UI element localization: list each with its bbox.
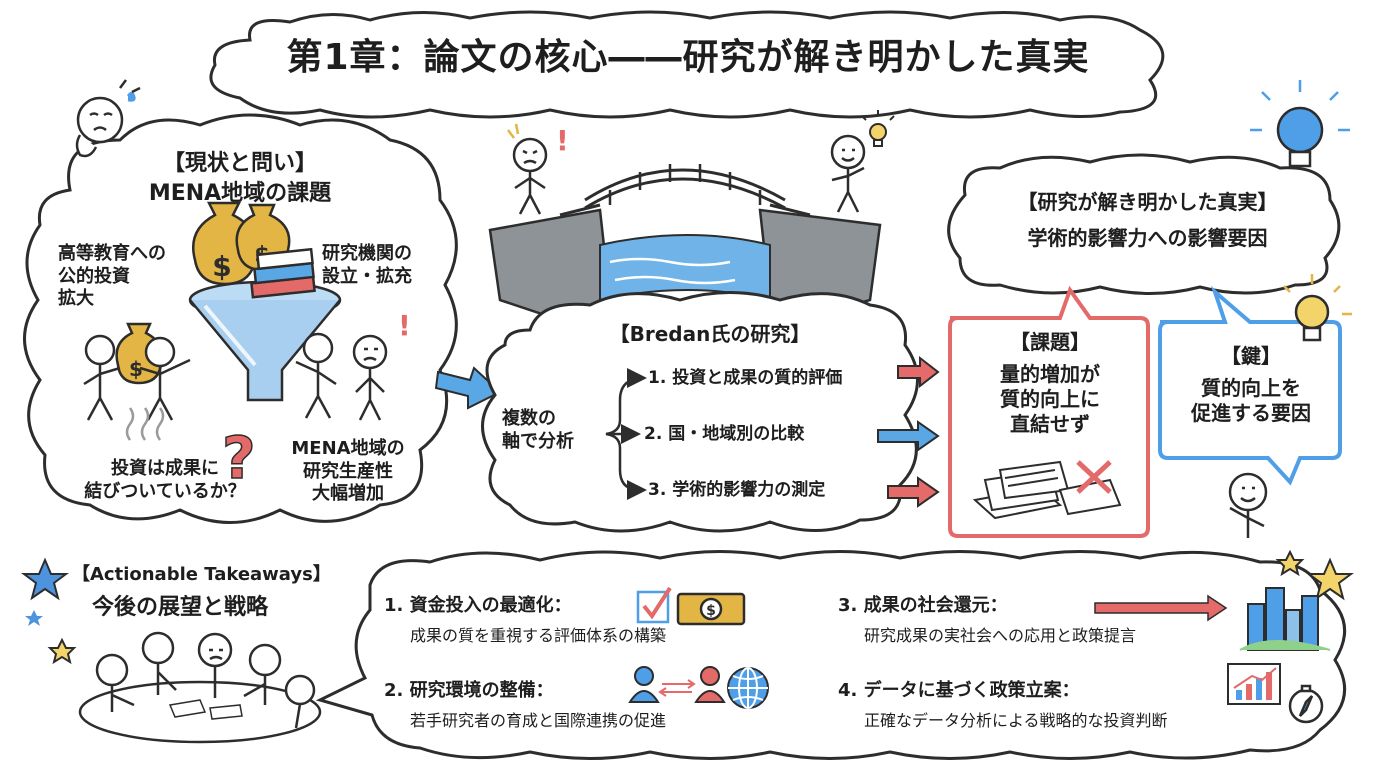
- research-item: 3. 学術的影響力の測定: [648, 480, 826, 500]
- point-question: 投資は成果に 結びついているか？: [84, 458, 246, 502]
- svg-text:$: $: [706, 603, 716, 619]
- long-red-arrow: [1094, 594, 1228, 622]
- checkbox-icon: [636, 586, 672, 624]
- takeaway-desc: 研究成果の実社会への応用と政策提言: [864, 626, 1137, 645]
- lightbulb-icon: [861, 110, 895, 147]
- point-institutions: 研究機関の 設立・拡充: [322, 243, 412, 287]
- flow-arrow: [434, 366, 502, 410]
- smiling-person: [1228, 472, 1268, 538]
- key-box: [1158, 285, 1342, 486]
- takeaway-title: 1. 資金投入の最適化：: [384, 595, 572, 616]
- books-icon: [250, 247, 316, 299]
- point-public-investment: 高等教育への 公的投資 拡大: [58, 243, 166, 309]
- issue-body: 量的増加が 質的向上に 直結せず: [1000, 362, 1100, 436]
- key-body: 質的向上を 促進する要因: [1191, 376, 1311, 425]
- takeaways-subheading: 今後の展望と戦略: [92, 595, 269, 620]
- bridge-icon: [488, 164, 882, 322]
- svg-text:$: $: [129, 357, 143, 381]
- city-icon: [1239, 587, 1331, 651]
- truth-subheading: 学術的影響力への影響要因: [1027, 226, 1268, 250]
- meeting-group-icon: [78, 631, 322, 744]
- point-productivity: MENA地域の 研究生産性 大幅増加: [291, 438, 405, 504]
- research-brace: [605, 368, 647, 500]
- truth-cloud: [947, 153, 1341, 295]
- bridge-people: !: [507, 123, 866, 215]
- takeaway-title: 3. 成果の社会還元：: [838, 595, 1008, 616]
- status-quo-subheading: MENA地域の課題: [148, 181, 332, 206]
- takeaway-desc: 若手研究者の育成と国際連携の促進: [410, 711, 667, 730]
- title-cloud: [209, 10, 1165, 119]
- svg-text:!: !: [556, 124, 569, 157]
- issue-heading: 【課題】: [1010, 330, 1090, 354]
- takeaway-desc: 正確なデータ分析による戦略的な投資判断: [864, 711, 1168, 730]
- svg-text:$: $: [212, 250, 231, 283]
- globe-icon: [727, 667, 769, 709]
- research-arrows: [877, 355, 940, 508]
- lightbulb-icon: [1250, 80, 1352, 342]
- research-axis-label: 複数の 軸で分析: [502, 408, 574, 452]
- bar-chart-icon: [1227, 663, 1281, 705]
- banknote-icon: $: [676, 592, 746, 626]
- takeaway-title: 4. データに基づく政策立案：: [838, 680, 1080, 701]
- compass-icon: [1288, 684, 1324, 724]
- steam-icon: [125, 407, 165, 441]
- takeaways-cloud: [315, 550, 1347, 760]
- question-mark-icon: ?: [221, 423, 256, 493]
- stick-people: !: [83, 309, 411, 421]
- truth-heading: 【研究が解き明かした真実】: [1017, 190, 1278, 214]
- papers-icon: [972, 460, 1122, 520]
- star-icon: [21, 549, 1354, 665]
- cross-mark-icon: [1076, 460, 1112, 494]
- takeaways-heading: 【Actionable Takeaways】: [72, 564, 331, 585]
- people-exchange-icon: [628, 666, 726, 703]
- research-item: 2. 国・地域別の比較: [644, 424, 805, 444]
- status-quo-heading: 【現状と問い】: [162, 151, 317, 176]
- svg-text:?: ?: [222, 424, 256, 492]
- key-heading: 【鍵】: [1221, 344, 1281, 368]
- funnel-icon: [188, 280, 342, 402]
- worried-person-icon: [75, 79, 141, 158]
- research-cloud: [481, 291, 919, 533]
- svg-text:!: !: [398, 309, 411, 342]
- page-title: 第1章：論文の核心――研究が解き明かした真実: [286, 37, 1090, 78]
- takeaway-title: 2. 研究環境の整備：: [384, 680, 554, 701]
- research-heading: 【Bredan氏の研究】: [609, 322, 811, 346]
- takeaway-desc: 成果の質を重視する評価体系の構築: [410, 626, 667, 645]
- research-item: 1. 投資と成果の質的評価: [648, 368, 843, 388]
